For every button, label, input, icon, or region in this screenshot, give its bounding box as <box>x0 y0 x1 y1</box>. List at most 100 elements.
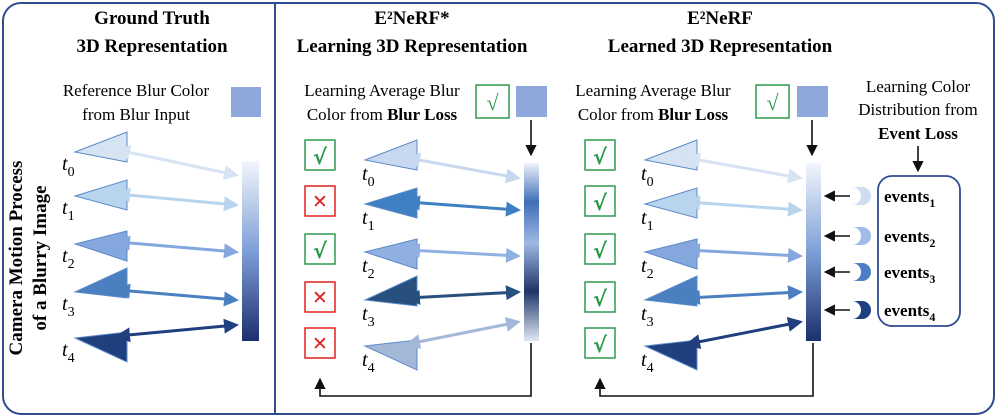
panel1-time-label-1: t1 <box>62 197 75 224</box>
event-sensor-cap-1 <box>862 227 871 245</box>
panel3-time-label-1: t1 <box>641 207 654 234</box>
panel3-time-sub-0: 0 <box>647 175 654 190</box>
panel-e2nerf-star: E²NeRF* Learning 3D Representation Learn… <box>297 8 547 397</box>
event-label-sub-0: 1 <box>929 196 935 210</box>
panel1-time-sub-4: 4 <box>68 351 75 366</box>
panel3-time-t-2: t <box>641 255 647 277</box>
panel3-check-icon-0: √ <box>593 145 608 169</box>
panel1-time-sub-1: 1 <box>68 209 75 224</box>
panel2-cross-icon-1: ✕ <box>312 191 328 213</box>
panel2-time-t-2: t <box>362 255 368 277</box>
panel2-avg-color-swatch <box>516 86 547 117</box>
panel3-ray-4 <box>685 316 803 350</box>
event-sensor-3 <box>852 301 862 319</box>
panel2-check-box-2 <box>304 233 336 265</box>
event-line2: Distribution from <box>858 100 977 119</box>
panel2-title-line2: Learning 3D Representation <box>297 36 528 57</box>
panel2-check-icon-0: √ <box>313 145 328 169</box>
panel1-time-t-3: t <box>62 293 68 315</box>
event-label-sub-1: 2 <box>929 236 935 250</box>
panel2-feedback-arrow <box>314 343 532 397</box>
panel2-blur-line2-b: Blur Loss <box>387 105 457 124</box>
panel1-time-t-2: t <box>62 245 68 267</box>
panel1-time-sub-0: 0 <box>68 165 75 180</box>
gt-blur-bar <box>242 161 259 341</box>
panel3-blur-bar <box>806 163 821 341</box>
panel1-ray-1 <box>115 187 239 212</box>
panel2-time-t-1: t <box>362 207 368 229</box>
panel1-ray-4 <box>115 318 239 343</box>
panel3-blur-line2-a: Color from <box>578 105 658 124</box>
panel2-time-t-4: t <box>362 349 368 371</box>
panel1-time-t-1: t <box>62 197 68 219</box>
panel3-camera-4 <box>643 339 698 371</box>
side-label-line2: of a Blurry Image <box>30 185 51 330</box>
panel3-title-line2: Learned 3D Representation <box>608 36 833 57</box>
panel2-loss-check-box <box>475 84 510 119</box>
panel2-cross-box-1 <box>304 185 336 217</box>
panel-ground-truth: Ground Truth 3D Representation Reference… <box>62 8 261 366</box>
panel1-time-label-2: t2 <box>62 245 75 272</box>
panel3-ray-2 <box>685 243 803 263</box>
panel2-time-label-4: t4 <box>362 349 375 376</box>
panel1-ray-0 <box>115 145 239 180</box>
event-label-0: events1 <box>884 187 935 210</box>
panel3-time-label-2: t2 <box>641 255 654 282</box>
panel2-blur-bar <box>524 163 539 341</box>
panel1-ref-line1: Reference Blur Color <box>63 81 210 100</box>
panel2-time-label-2: t2 <box>362 255 375 282</box>
panel3-time-sub-4: 4 <box>647 361 654 376</box>
panel3-check-icon-1: √ <box>593 191 608 215</box>
panel2-time-label-1: t1 <box>362 207 375 234</box>
panel2-check-icon-2: √ <box>313 239 328 263</box>
event-label-sub-2: 3 <box>929 272 935 286</box>
panel3-time-label-3: t3 <box>641 303 654 330</box>
panel3-time-sub-3: 3 <box>647 315 654 330</box>
panel3-time-label-4: t4 <box>641 349 654 376</box>
panel3-loss-check-icon: √ <box>766 90 779 115</box>
panel3-feedback-arrow <box>594 343 814 397</box>
panel1-time-sub-3: 3 <box>68 305 75 320</box>
event-label-text-0: events <box>884 187 930 206</box>
panel3-time-t-4: t <box>641 349 647 371</box>
panel2-ray-1 <box>405 195 521 217</box>
panel2-time-label-0: t0 <box>362 163 375 190</box>
panel3-time-t-1: t <box>641 207 647 229</box>
panel2-time-sub-0: 0 <box>368 175 375 190</box>
panel2-blur-line2: Color from Blur Loss <box>307 105 458 124</box>
event-label-1: events2 <box>884 227 935 250</box>
panel2-cross-box-4 <box>304 327 336 359</box>
panel3-time-label-0: t0 <box>641 163 654 190</box>
panel2-ray-0 <box>405 152 521 184</box>
panel1-time-label-0: t0 <box>62 153 75 180</box>
panel3-check-box-0 <box>584 139 616 171</box>
reference-color-swatch <box>231 87 261 117</box>
panel3-blur-line1: Learning Average Blur <box>575 81 731 100</box>
panel3-time-t-0: t <box>641 163 647 185</box>
panel2-title-line1: E²NeRF* <box>374 8 449 29</box>
panel3-avg-color-swatch <box>797 86 828 117</box>
panel3-ray-1 <box>685 195 803 217</box>
panel3-time-sub-1: 1 <box>647 219 654 234</box>
panel3-check-icon-2: √ <box>593 239 608 263</box>
panel2-time-sub-1: 1 <box>368 219 375 234</box>
panel3-time-sub-2: 2 <box>647 267 654 282</box>
panel1-title-line2: 3D Representation <box>76 36 228 57</box>
panel2-time-sub-3: 3 <box>368 315 375 330</box>
panel3-check-box-3 <box>584 281 616 313</box>
panel3-check-box-4 <box>584 327 616 359</box>
panel3-check-box-2 <box>584 233 616 265</box>
panel2-blur-line1: Learning Average Blur <box>304 81 460 100</box>
panel2-time-sub-2: 2 <box>368 267 375 282</box>
panel1-ray-2 <box>115 235 239 259</box>
event-sensor-0 <box>852 187 862 205</box>
panel2-ray-4 <box>405 316 521 350</box>
event-label-2: events3 <box>884 263 935 286</box>
event-line1: Learning Color <box>866 77 971 96</box>
panel1-time-label-3: t3 <box>62 293 75 320</box>
event-sensor-2 <box>852 263 862 281</box>
panel1-time-label-4: t4 <box>62 339 75 366</box>
panel2-check-box-0 <box>304 139 336 171</box>
panel3-check-icon-4: √ <box>593 333 608 357</box>
